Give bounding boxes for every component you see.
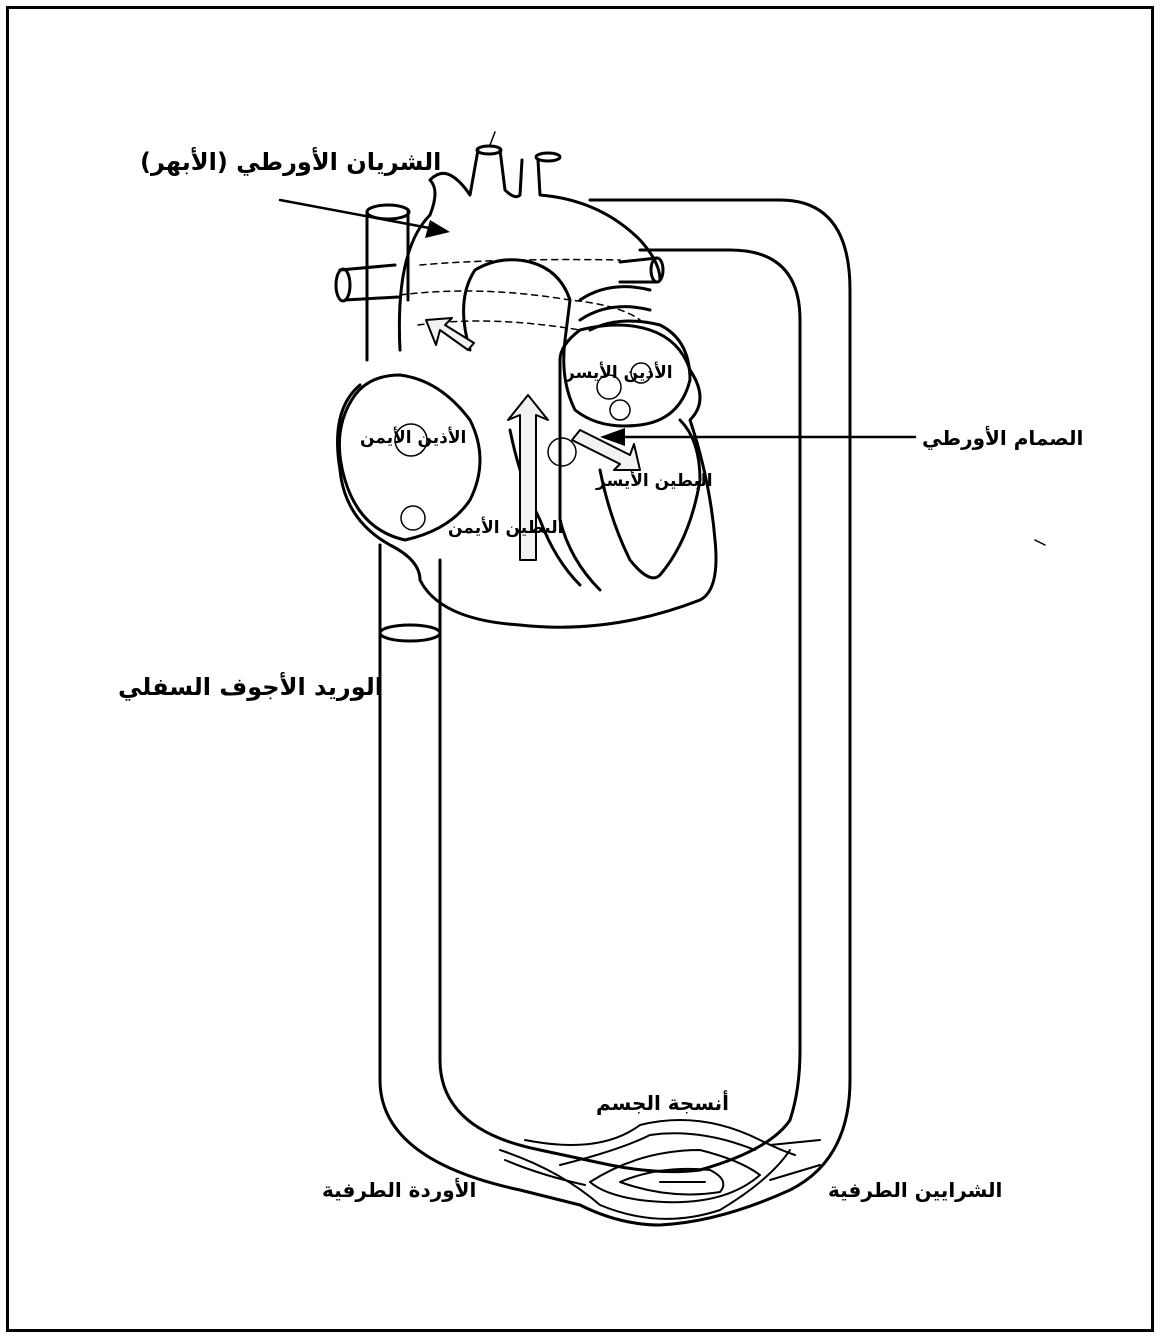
- vena-cava-cuff: [380, 625, 440, 641]
- tissue-bed: [500, 1120, 820, 1219]
- label-body-tissues: أنسجة الجسم: [596, 1093, 729, 1113]
- label-right-atrium: الأذين الأيمن: [360, 430, 466, 447]
- label-inferior-vena-cava: الوريد الأجوف السفلي: [118, 675, 383, 699]
- circulation-loop: [380, 200, 850, 1225]
- label-right-ventricle: البطين الأيمن: [448, 520, 563, 537]
- label-peripheral-veins: الأوردة الطرفية: [322, 1180, 476, 1200]
- label-aorta: الشريان الأورطي (الأبهر): [140, 150, 441, 174]
- label-left-ventricle: البطين الأيسر: [596, 473, 713, 490]
- aortic-arch: [336, 146, 663, 350]
- stray-marks: [490, 132, 1045, 545]
- label-left-atrium: الأذين الأيسر: [565, 365, 673, 382]
- label-aortic-valve: الصمام الأورطي: [922, 428, 1083, 448]
- pulmonary-trunk: [464, 260, 650, 350]
- label-pointers: [280, 200, 915, 437]
- label-peripheral-arteries: الشرايين الطرفية: [828, 1180, 1002, 1200]
